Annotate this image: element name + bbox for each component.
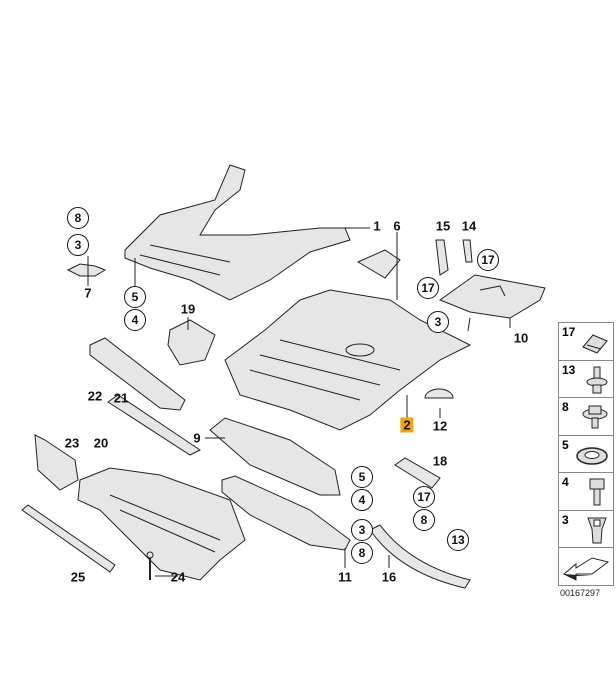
legend-item-8[interactable]: 8 <box>559 398 613 436</box>
part-7-clip[interactable] <box>66 263 107 277</box>
callout-circled-17[interactable]: 17 <box>417 277 439 299</box>
legend-item-4[interactable]: 4 <box>559 473 613 511</box>
callout-circled-4[interactable]: 4 <box>351 489 373 511</box>
callout-16[interactable]: 16 <box>381 569 397 585</box>
part-2-main-underbody-panel[interactable] <box>224 289 472 431</box>
callout-23[interactable]: 23 <box>64 435 80 451</box>
callout-1[interactable]: 1 <box>373 218 381 234</box>
part-1-front-underbody-panel[interactable] <box>124 164 351 301</box>
expanding-nut-icon <box>587 517 607 543</box>
callout-6[interactable]: 6 <box>393 218 401 234</box>
legend-item-17[interactable]: 17 <box>559 323 613 361</box>
document-number: 00167297 <box>560 588 601 598</box>
callout-circled-8[interactable]: 8 <box>413 509 435 531</box>
part-9-air-duct[interactable] <box>209 417 341 496</box>
part-21-bracket[interactable] <box>107 394 201 456</box>
callout-24[interactable]: 24 <box>170 569 186 585</box>
legend-number: 13 <box>562 362 576 377</box>
callout-circled-4[interactable]: 4 <box>124 309 146 331</box>
callout-circled-17[interactable]: 17 <box>477 249 499 271</box>
expanding-rivet-icon <box>586 366 608 393</box>
callout-circled-3[interactable]: 3 <box>427 311 449 333</box>
legend-item-5[interactable]: 5 <box>559 436 613 473</box>
callout-9[interactable]: 9 <box>193 430 201 446</box>
collar-nut-icon <box>582 405 608 429</box>
callout-circled-8[interactable]: 8 <box>67 207 89 229</box>
legend-number: 4 <box>562 475 569 489</box>
callout-7[interactable]: 7 <box>84 285 92 301</box>
part-14-bracket[interactable] <box>462 239 473 263</box>
callout-circled-3[interactable]: 3 <box>351 519 373 541</box>
legend-item-13[interactable]: 13 <box>559 361 613 398</box>
legend-number: 17 <box>562 325 576 339</box>
callout-22[interactable]: 22 <box>87 388 103 404</box>
washer-icon <box>576 446 608 465</box>
callout-14[interactable]: 14 <box>461 218 477 234</box>
part-23-panel[interactable] <box>34 434 79 491</box>
callout-11[interactable]: 11 <box>338 569 352 585</box>
callout-circled-8[interactable]: 8 <box>351 542 373 564</box>
callout-20[interactable]: 20 <box>93 435 109 451</box>
part-25-strip[interactable] <box>21 504 116 573</box>
part-18-bracket[interactable] <box>394 457 441 489</box>
legend-number: 8 <box>562 400 569 414</box>
callout-2-highlighted[interactable]: 2 <box>400 417 414 433</box>
callout-10[interactable]: 10 <box>513 330 529 346</box>
part-6-bracket[interactable] <box>356 249 401 279</box>
part-12-cap[interactable] <box>424 388 454 399</box>
callout-12[interactable]: 12 <box>432 418 448 434</box>
part-19-bracket[interactable] <box>167 319 216 366</box>
part-10-panel[interactable] <box>438 274 546 319</box>
callout-18[interactable]: 18 <box>432 453 448 469</box>
part-20-lower-tray[interactable] <box>77 467 246 581</box>
callout-25[interactable]: 25 <box>70 569 86 585</box>
part-22-radiator-duct[interactable] <box>89 337 186 411</box>
clip-nut-icon <box>582 334 608 354</box>
front-direction-arrow-icon <box>563 557 610 581</box>
callout-circled-3[interactable]: 3 <box>67 234 89 256</box>
part-24-screw[interactable] <box>146 551 154 580</box>
callout-circled-17[interactable]: 17 <box>413 486 435 508</box>
callout-15[interactable]: 15 <box>435 218 451 234</box>
callout-21[interactable]: 21 <box>113 390 129 406</box>
legend-number: 5 <box>562 437 569 452</box>
hex-bolt-icon <box>589 478 605 506</box>
fastener-legend: 17 13 8 5 4 3 <box>558 322 614 586</box>
part-16-trim[interactable] <box>369 524 471 589</box>
callout-circled-13[interactable]: 13 <box>447 529 469 551</box>
front-direction <box>559 548 613 585</box>
legend-number: 3 <box>562 512 569 527</box>
part-15-bracket[interactable] <box>435 239 449 276</box>
callout-circled-5[interactable]: 5 <box>351 466 373 488</box>
leader-lines <box>87 227 511 577</box>
legend-item-3[interactable]: 3 <box>559 511 613 548</box>
callout-circled-5[interactable]: 5 <box>124 286 146 308</box>
callout-19[interactable]: 19 <box>180 301 196 317</box>
